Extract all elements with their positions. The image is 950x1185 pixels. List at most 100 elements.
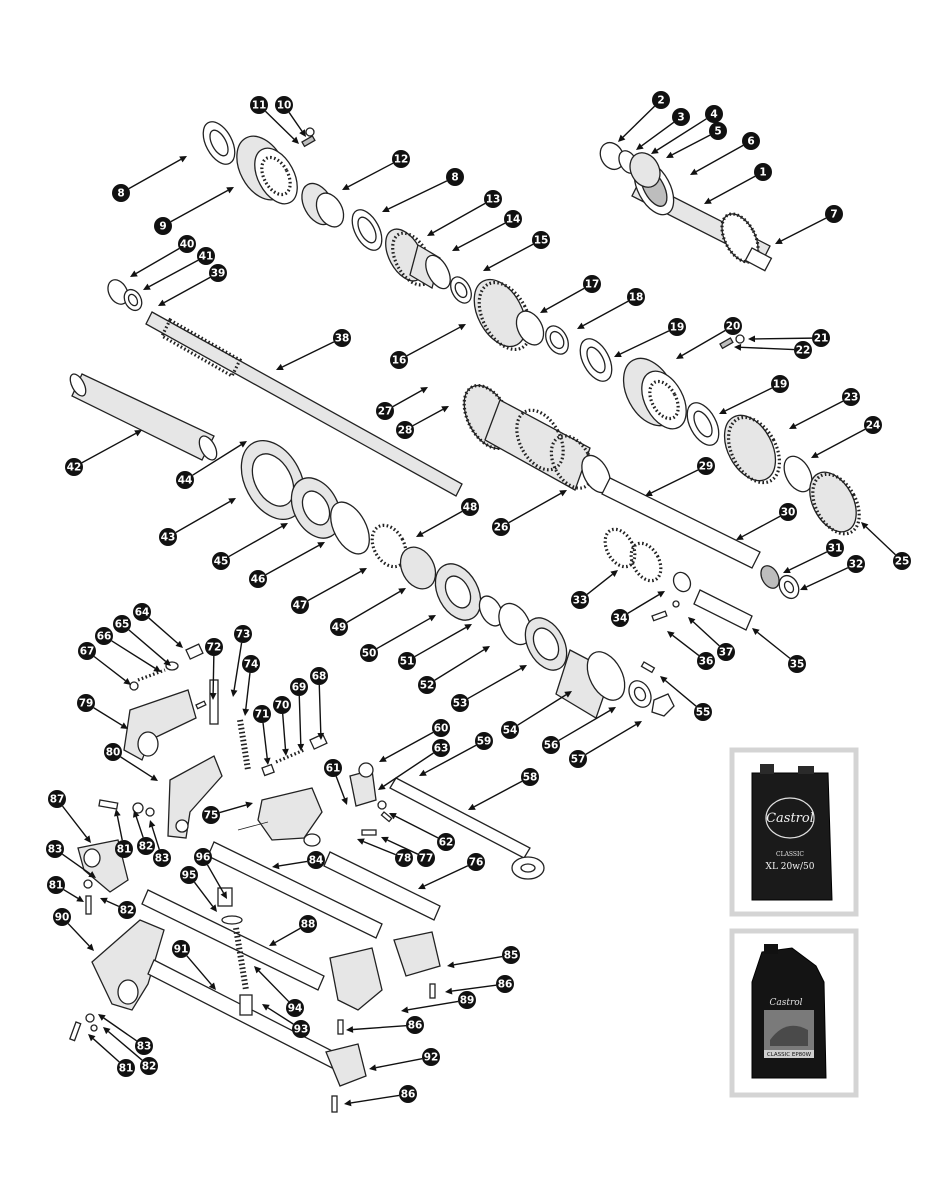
selector-shaft-76 (323, 851, 441, 921)
callout-86: 86 (399, 1085, 417, 1103)
callout-label: 65 (115, 619, 130, 631)
callout-58: 58 (521, 768, 539, 786)
callout-label: 69 (292, 682, 307, 694)
callout-29: 29 (697, 457, 715, 475)
output-flange (555, 649, 675, 719)
callout-label: 55 (696, 707, 711, 719)
callout-label: 90 (55, 912, 70, 924)
callout-63: 63 (432, 739, 450, 757)
leader-arrow-15 (483, 243, 534, 271)
callout-label: 64 (135, 607, 150, 619)
callout-90: 90 (53, 908, 71, 926)
callout-label: 43 (161, 532, 176, 544)
callout-44: 44 (176, 471, 194, 489)
oil-bottle-brand: Castrol (769, 998, 802, 1008)
callout-46: 46 (249, 570, 267, 588)
leader-arrow-89 (401, 1000, 459, 1014)
callout-19: 19 (771, 375, 789, 393)
callout-15: 15 (532, 231, 550, 249)
callout-label: 86 (408, 1020, 423, 1032)
callout-80: 80 (104, 743, 122, 761)
oil-tin-line2: XL 20w/50 (766, 862, 815, 872)
callout-label: 30 (781, 507, 796, 519)
callout-label: 59 (477, 736, 492, 748)
callout-label: 8 (117, 188, 124, 200)
leader-arrow-77 (381, 836, 419, 855)
callout-label: 54 (503, 725, 518, 737)
callout-label: 17 (585, 279, 600, 291)
leader-arrow-84 (272, 860, 308, 870)
callout-label: 9 (159, 221, 166, 233)
oil-bottle-product: Castrol CLASSIC EP80W (729, 928, 859, 1098)
callout-label: 91 (174, 944, 189, 956)
callout-label: 77 (419, 853, 434, 865)
leader-arrow-93 (262, 1004, 294, 1025)
leader-arrow-76 (418, 865, 469, 890)
leader-arrow-44 (192, 441, 247, 476)
callout-38: 38 (333, 329, 351, 347)
leader-arrow-63 (378, 752, 434, 790)
callout-86: 86 (496, 975, 514, 993)
callout-label: 23 (844, 392, 859, 404)
callout-label: 28 (398, 425, 413, 437)
callout-68: 68 (310, 667, 328, 685)
callout-5: 5 (709, 122, 727, 140)
selector-shaft-84 (207, 841, 383, 939)
selector-fork-90 (91, 919, 165, 1011)
leader-arrow-80 (120, 756, 158, 781)
leader-arrow-40 (130, 247, 180, 277)
leader-arrow-32 (800, 567, 849, 591)
callout-label: 27 (378, 406, 393, 418)
leader-arrow-83 (148, 820, 160, 850)
callout-70: 70 (273, 696, 291, 714)
leader-arrow-86 (445, 984, 497, 995)
leader-arrow-52 (434, 646, 490, 681)
callout-label: 76 (469, 857, 484, 869)
callout-label: 57 (571, 754, 586, 766)
leader-arrow-29 (645, 469, 699, 496)
leader-arrow-42 (81, 430, 142, 464)
callout-31: 31 (826, 539, 844, 557)
leader-arrow-82 (100, 897, 120, 907)
leader-arrow-30 (736, 515, 781, 540)
callout-33: 33 (571, 591, 589, 609)
callout-label: 60 (434, 723, 449, 735)
callout-label: 36 (699, 656, 714, 668)
oil-tin-brand: Castrol (766, 811, 814, 826)
callout-label: 20 (726, 321, 741, 333)
leader-arrow-36 (667, 631, 700, 657)
selector-block-75 (237, 787, 323, 847)
callout-label: 72 (207, 642, 222, 654)
leader-arrow-18 (577, 300, 629, 329)
leader-arrow-87 (61, 805, 91, 843)
callout-label: 58 (523, 772, 538, 784)
layshaft-cluster (462, 383, 800, 600)
callout-label: 22 (796, 345, 811, 357)
synchro-assembly-right (579, 334, 861, 536)
callout-label: 4 (710, 109, 717, 121)
callout-27: 27 (376, 402, 394, 420)
callout-label: 1 (759, 167, 766, 179)
callout-96: 96 (194, 848, 212, 866)
leader-arrow-14 (452, 222, 506, 251)
leader-arrow-39 (158, 276, 211, 306)
callout-51: 51 (398, 652, 416, 670)
leader-arrow-37 (688, 617, 720, 647)
callout-label: 6 (747, 136, 754, 148)
leader-arrow-82 (132, 810, 144, 838)
leader-arrow-81 (63, 889, 84, 902)
leader-arrow-4 (651, 118, 707, 154)
callout-label: 25 (895, 556, 910, 568)
callout-60: 60 (432, 719, 450, 737)
leader-arrow-5 (666, 134, 711, 158)
callout-label: 83 (48, 844, 63, 856)
selector-fork-80 (167, 755, 223, 839)
leader-arrow-25 (861, 522, 896, 556)
callout-23: 23 (842, 388, 860, 406)
callout-label: 38 (335, 333, 350, 345)
callout-95: 95 (180, 866, 198, 884)
callout-label: 80 (106, 747, 121, 759)
callout-24: 24 (864, 416, 882, 434)
callout-label: 15 (534, 235, 549, 247)
